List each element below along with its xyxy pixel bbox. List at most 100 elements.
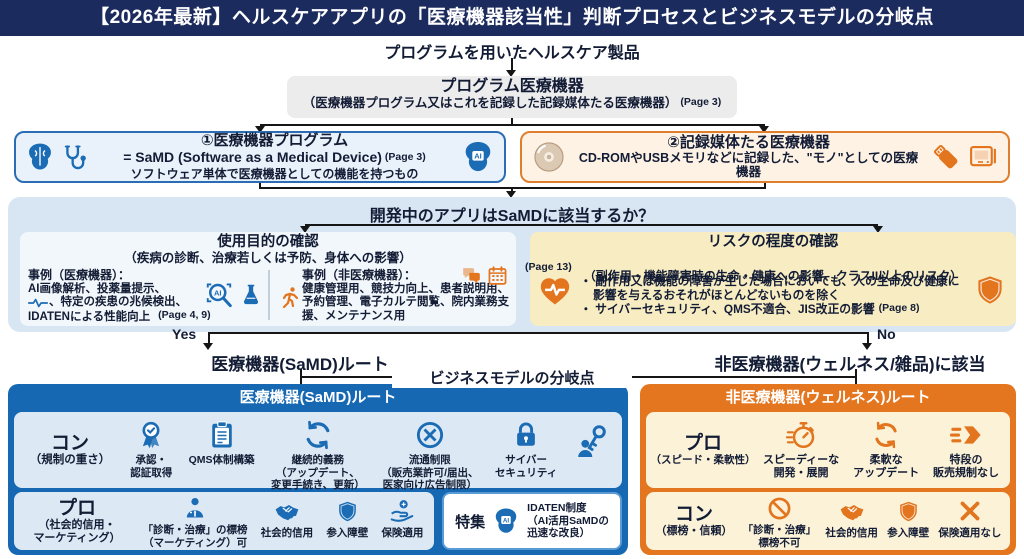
pros-label-block: プロ （スピード・柔軟性）	[650, 433, 756, 467]
route-item: 参入障壁	[326, 492, 368, 540]
medical-example-line: 、特定の疾患の兆候検出、	[28, 296, 268, 310]
refresh-icon	[303, 420, 333, 450]
route-item: 保険適用なし	[938, 492, 1001, 540]
arrow-down-icon	[255, 126, 265, 133]
feature-label: 特集	[455, 513, 486, 531]
risk-bullet: ・ 副作用又は機能の障害が生じた場合においても、人の生命及び健康に影響を与えるお…	[580, 274, 960, 302]
clipboard-icon	[207, 420, 237, 450]
risk-check-panel: リスクの程度の確認 (Page 13) （副作用・機能障害時の生命・健康への影響…	[525, 232, 1016, 326]
connector-line	[305, 224, 878, 226]
arrow-down-icon	[300, 226, 310, 233]
top-product-label: プログラムを用いたヘルスケア製品	[384, 45, 640, 62]
route-item-label: 流通制限 （販売業許可/届出、 医家向け広告制限）	[381, 454, 479, 491]
pros-sublabel: （スピード・柔軟性）	[650, 454, 756, 466]
brain-icon	[24, 141, 56, 173]
pros-sublabel: （社会的信用・ マーケティング）	[33, 518, 121, 544]
restricted-icon	[415, 420, 445, 450]
wellness-route-title: 非医療機器(ウェルネス)ルート	[725, 389, 931, 406]
route-item: 社会的信用	[260, 492, 314, 540]
samd-definition-box: ①医療機器プログラム = SaMD (Software as a Medical…	[14, 131, 506, 183]
arrow-down-icon	[506, 70, 516, 77]
runner-icon	[278, 286, 302, 310]
samd-equation-text: = SaMD (Software as a Medical Device)	[123, 149, 382, 165]
program-device-title: プログラム医療機器	[440, 78, 584, 95]
samd-description: ソフトウェア単体で医療機器としての機能を持つもの	[130, 167, 419, 181]
purpose-title: 使用目的の確認	[217, 234, 319, 250]
medical-example-line-text: IDATENによる性能向上	[28, 310, 151, 323]
chat-icon	[461, 265, 482, 286]
purpose-subtitle: （疾病の診断、治療若しくは予防、身体への影響）	[124, 251, 412, 265]
x-icon	[958, 499, 982, 523]
page-ref: (Page 4, 9)	[158, 308, 211, 321]
storage-media-box: ②記録媒体たる医療機器 CD-ROMやUSBメモリなどに記録した、"モノ"として…	[520, 131, 1010, 183]
medical-examples: 事例（医療機器）： AI画像解析、投薬量提示、 、特定の疾患の兆候検出、 IDA…	[28, 268, 268, 325]
medical-example-line: AI画像解析、投薬量提示、	[28, 282, 166, 295]
connector-line	[511, 187, 513, 192]
route-item: 社会的信用	[825, 492, 878, 540]
flask-icon	[238, 282, 264, 308]
connector-line	[208, 332, 210, 344]
route-item: QMS体制構築	[189, 412, 255, 467]
cons-sublabel: （規制の重さ）	[29, 454, 111, 466]
route-item: 参入障壁	[887, 492, 929, 540]
cons-label-block: コン （規制の重さ）	[18, 433, 122, 467]
arrow-down-icon	[759, 126, 769, 133]
cons-label: コン	[50, 433, 89, 454]
samd-pros-panel: プロ （社会的信用・ マーケティング） 「診断・治療」の標榜 （マーケティング）…	[14, 492, 434, 550]
refresh-icon	[872, 421, 900, 449]
route-item-label: 社会的信用	[260, 527, 314, 539]
arrow-down-icon	[203, 343, 213, 350]
wellness-pros-panel: プロ （スピード・柔軟性） スピーディーな 開発・展開 柔軟な アップデート 特…	[646, 412, 1010, 488]
heart-pulse-icon	[538, 274, 572, 308]
route-item-label: 承認・ 認証取得	[130, 454, 173, 479]
yes-label: Yes	[172, 326, 197, 342]
route-item: 承認・ 認証取得	[130, 412, 172, 479]
page-title: 【2026年最新】ヘルスケアアプリの「医療機器該当性」判断プロセスとビジネスモデ…	[90, 7, 934, 28]
route-item: サイバー セキュリティ	[495, 412, 557, 479]
storage-media-description: CD-ROMやUSBメモリなどに記録した、"モノ"としての医療機器	[578, 151, 919, 179]
cons-items: 承認・ 認証取得 QMS体制構築 継続的義務 （アップデート、 変更手続き、更新…	[122, 412, 618, 492]
brain-ai-icon: AI	[491, 506, 521, 536]
handshake-icon	[839, 498, 865, 524]
business-model-branch-label: ビジネスモデルの分岐点	[392, 367, 632, 388]
risk-subtitle: （副作用・機能障害時の生命・健康への影響、クラスII以上のリスク）	[583, 269, 963, 283]
pulse-icon	[28, 298, 48, 308]
lock-icon	[512, 421, 540, 449]
cons-sublabel: （標榜・信頼）	[655, 525, 733, 537]
risk-title: リスクの程度の確認	[707, 234, 839, 250]
speed-icon	[950, 419, 982, 451]
route-item-label: 柔軟な アップデート	[853, 454, 920, 479]
doctor-icon	[183, 496, 207, 520]
person-key-icon	[574, 424, 610, 460]
panel-divider	[268, 270, 270, 320]
cons-label-block: コン （標榜・信頼）	[650, 504, 738, 538]
stopwatch-icon	[786, 420, 816, 450]
route-item: 特段の 販売規制なし	[933, 412, 999, 479]
wellness-route-box: 非医療機器(ウェルネス)ルート プロ （スピード・柔軟性） スピーディーな 開発…	[640, 384, 1016, 555]
samd-route-title: 医療機器(SaMD)ルート	[239, 389, 397, 406]
route-item: 柔軟な アップデート	[853, 412, 919, 479]
route-item: 継続的義務 （アップデート、 変更手続き、更新）	[271, 412, 365, 492]
pros-label: プロ	[57, 497, 96, 519]
samd-route-box: 医療機器(SaMD)ルート コン （規制の重さ） 承認・ 認証取得 QMS体制構…	[8, 384, 628, 555]
feature-panel: 特集 AI IDATEN制度 （AI活用SaMDの 迅速な改良）	[442, 492, 622, 550]
shield-icon	[897, 500, 920, 523]
cons-label: コン	[674, 504, 713, 525]
route-item-label: 社会的信用	[825, 527, 878, 539]
samd-cons-panel: コン （規制の重さ） 承認・ 認証取得 QMS体制構築 継続的義務 （アップデー…	[14, 412, 622, 491]
samd-definition-text: ①医療機器プログラム = SaMD (Software as a Medical…	[94, 133, 455, 182]
non-medical-examples-label: 事例（非医療機器）：	[302, 268, 417, 282]
connector-line	[511, 118, 513, 125]
route-item-label: 「診断・治療」の標榜 （マーケティング）可	[142, 524, 248, 549]
cons-items: 「診断・治療」 標榜不可 社会的信用 参入障壁 保険適用なし	[738, 492, 1006, 549]
hand-coin-icon	[389, 498, 415, 524]
connector-line	[260, 124, 765, 126]
purpose-check-panel: 使用目的の確認 （疾病の診断、治療若しくは予防、身体への影響） 事例（医療機器）…	[20, 232, 516, 326]
route-item-label: 「診断・治療」 標榜不可	[742, 524, 817, 549]
svg-text:AI: AI	[474, 152, 482, 161]
svg-text:AI: AI	[214, 288, 222, 297]
handshake-icon	[274, 498, 300, 524]
route-item-label: 保険適用	[381, 527, 424, 539]
stethoscope-icon	[61, 143, 89, 171]
